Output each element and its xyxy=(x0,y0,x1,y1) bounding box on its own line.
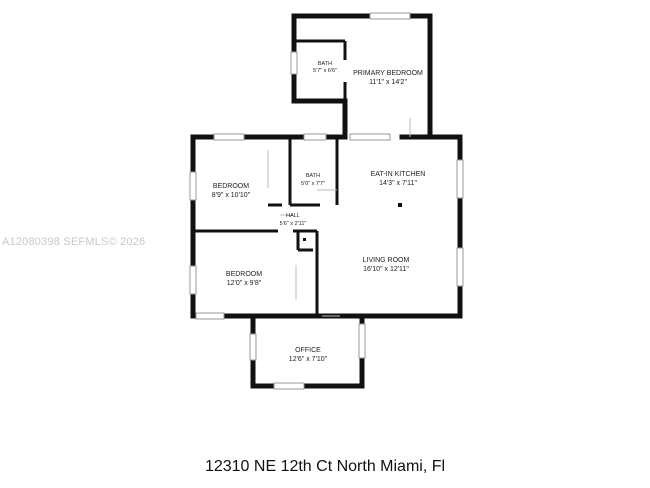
property-address: 12310 NE 12th Ct North Miami, Fl xyxy=(204,458,446,475)
living-room-size: 16'10" x 12'11" xyxy=(363,266,409,273)
bath-name: BATH xyxy=(306,173,320,179)
office-size: 12'6" x 7'10" xyxy=(289,356,328,363)
interior-walls xyxy=(193,39,347,316)
primary-bath-size: 5'7" x 6'6" xyxy=(313,68,337,74)
office-name: OFFICE xyxy=(295,347,321,354)
bedroom-1-size: 8'9" x 10'10" xyxy=(212,192,251,199)
bedroom-1-name: BEDROOM xyxy=(213,183,249,190)
kitchen-size: 14'3" x 7'11" xyxy=(379,180,417,187)
kitchen-fixture xyxy=(398,203,402,207)
windows xyxy=(189,12,464,390)
bedroom-2-name: BEDROOM xyxy=(226,271,262,278)
living-room-name: LIVING ROOM xyxy=(363,257,410,264)
primary-bath-name: BATH xyxy=(318,61,332,67)
hall-name: HALL xyxy=(286,213,300,219)
kitchen-name: EAT-IN KITCHEN xyxy=(371,171,426,178)
bedroom-2-size: 12'0" x 9'8" xyxy=(227,280,262,287)
primary-bedroom-size: 11'1" x 14'2" xyxy=(369,79,407,86)
mls-watermark: A12080398 SEFMLS© 2026 xyxy=(2,236,146,248)
primary-bedroom-name: PRIMARY BEDROOM xyxy=(353,70,423,77)
stair-marker xyxy=(303,238,306,241)
door-openings xyxy=(267,118,411,317)
hall-size: 5'6" x 2'11" xyxy=(280,221,307,227)
bath-size: 5'0" x 7'7" xyxy=(301,181,325,187)
